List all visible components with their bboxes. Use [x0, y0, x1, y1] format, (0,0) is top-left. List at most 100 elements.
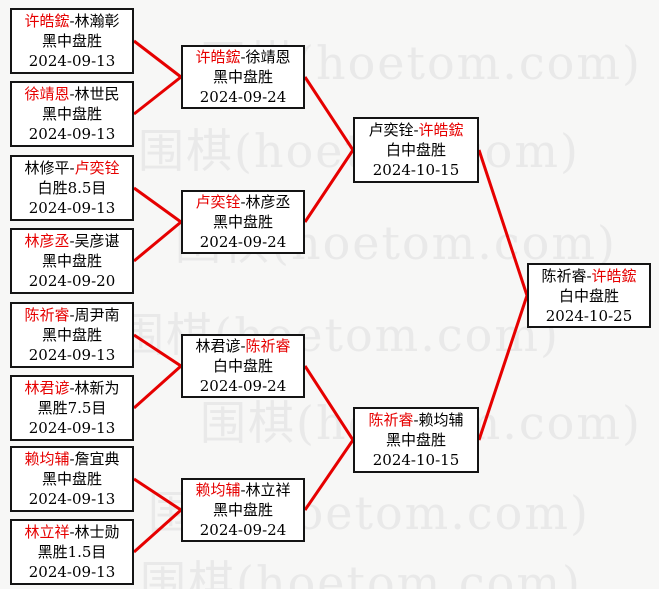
winner-name: 徐靖恩: [24, 85, 70, 103]
result-text: 黑中盘胜: [212, 213, 273, 231]
result-text: 黑中盘胜: [41, 105, 102, 123]
match-date: 2024-09-24: [199, 233, 287, 251]
match-date: 2024-09-13: [28, 52, 116, 70]
winner-name: 陈祈睿: [245, 337, 291, 355]
loser-name: 林立祥: [245, 481, 291, 499]
loser-name: 林士勋: [74, 523, 120, 541]
result-text: 白中盘胜: [212, 357, 273, 375]
result-text: 白胜8.5目: [37, 179, 107, 197]
match-date: 2024-09-13: [28, 563, 116, 581]
winner-name: 赖均辅: [24, 450, 70, 468]
name-separator: -: [69, 232, 75, 250]
winner-name: 卢奕铨: [195, 193, 241, 211]
matchup-line: 徐靖恩-林世民: [24, 84, 119, 104]
match-date: 2024-09-13: [28, 490, 116, 508]
loser-name: 吴彦谌: [74, 232, 120, 250]
name-separator: -: [586, 266, 592, 285]
matchup-line: 卢奕铨-许皓鋐: [368, 120, 463, 140]
name-separator: -: [69, 159, 75, 177]
result-text: 白中盘胜: [558, 286, 619, 305]
name-separator: -: [69, 379, 75, 397]
matchup-line: 赖均辅-林立祥: [195, 480, 290, 500]
connector-line: [477, 149, 529, 296]
name-separator: -: [240, 481, 246, 499]
match-date: 2024-09-24: [199, 88, 287, 106]
result-text: 黑中盘胜: [41, 252, 102, 270]
match-date: 2024-09-13: [28, 419, 116, 437]
winner-name: 林立祥: [24, 523, 70, 541]
connector-line: [133, 364, 182, 410]
connector-line: [133, 186, 182, 224]
loser-name: 赖均辅: [418, 411, 464, 429]
loser-name: 周尹南: [74, 306, 120, 324]
winner-name: 林彦丞: [24, 232, 70, 250]
name-separator: -: [69, 12, 75, 30]
result-text: 黑中盘胜: [41, 470, 102, 488]
winner-name: 许皓鋐: [24, 12, 70, 30]
loser-name: 林瀚彰: [74, 12, 120, 30]
matchup-line: 许皓鋐-徐靖恩: [195, 47, 290, 67]
name-separator: -: [240, 193, 246, 211]
matchup-line: 陈祈睿-周尹南: [24, 305, 119, 325]
match-box-semifinal-1: 卢奕铨-许皓鋐白中盘胜 2024-10-15: [353, 117, 479, 183]
loser-name: 徐靖恩: [245, 48, 291, 66]
connector-line: [303, 365, 355, 441]
winner-name: 赖均辅: [195, 481, 241, 499]
match-date: 2024-09-13: [28, 199, 116, 217]
matchup-line: 林君谚-陈祈睿: [195, 336, 290, 356]
matchup-line: 陈祈睿-许皓鋐: [541, 266, 636, 286]
connector-line: [133, 75, 182, 116]
result-text: 黑胜7.5目: [37, 399, 107, 417]
match-box-semifinal-2: 陈祈睿-赖均辅黑中盘胜 2024-10-15: [353, 407, 479, 473]
matchup-line: 卢奕铨-林彦丞: [195, 192, 290, 212]
match-date: 2024-10-15: [372, 451, 460, 469]
winner-name: 林君谚: [24, 379, 70, 397]
connector-line: [133, 333, 182, 368]
connector-line: [133, 39, 182, 79]
loser-name: 卢奕铨: [368, 121, 414, 139]
connector-line: [477, 295, 529, 441]
result-text: 黑中盘胜: [212, 68, 273, 86]
matchup-line: 赖均辅-詹宜典: [24, 449, 119, 469]
loser-name: 林君谚: [195, 337, 241, 355]
winner-name: 卢奕铨: [74, 159, 120, 177]
name-separator: -: [240, 337, 246, 355]
matchup-line: 许皓鋐-林瀚彰: [24, 11, 119, 31]
match-date: 2024-09-24: [199, 521, 287, 539]
winner-name: 陈祈睿: [368, 411, 414, 429]
connector-line: [303, 439, 355, 511]
connector-line: [133, 220, 182, 263]
winner-name: 许皓鋐: [195, 48, 241, 66]
matchup-line: 林彦丞-吴彦谌: [24, 231, 119, 251]
connector-line: [303, 76, 355, 151]
match-box-round-2-2: 卢奕铨-林彦丞黑中盘胜 2024-09-24: [181, 190, 305, 254]
connector-line: [303, 149, 355, 223]
loser-name: 林修平: [24, 159, 70, 177]
name-separator: -: [69, 523, 75, 541]
match-date: 2024-09-13: [28, 346, 116, 364]
matchup-line: 林立祥-林士勋: [24, 522, 119, 542]
matchup-line: 陈祈睿-赖均辅: [368, 410, 463, 430]
matchup-line: 林君谚-林新为: [24, 378, 119, 398]
loser-name: 林新为: [74, 379, 120, 397]
name-separator: -: [240, 48, 246, 66]
winner-name: 许皓鋐: [591, 266, 637, 285]
result-text: 白中盘胜: [385, 141, 446, 159]
result-text: 黑中盘胜: [385, 431, 446, 449]
match-date: 2024-09-13: [28, 125, 116, 143]
match-box-round-1-3: 林修平-卢奕铨白胜8.5目 2024-09-13: [10, 155, 134, 221]
result-text: 黑中盘胜: [212, 501, 273, 519]
result-text: 黑胜1.5目: [37, 543, 107, 561]
match-date: 2024-09-20: [28, 272, 116, 290]
winner-name: 陈祈睿: [24, 306, 70, 324]
match-date: 2024-10-15: [372, 161, 460, 179]
result-text: 黑中盘胜: [41, 326, 102, 344]
